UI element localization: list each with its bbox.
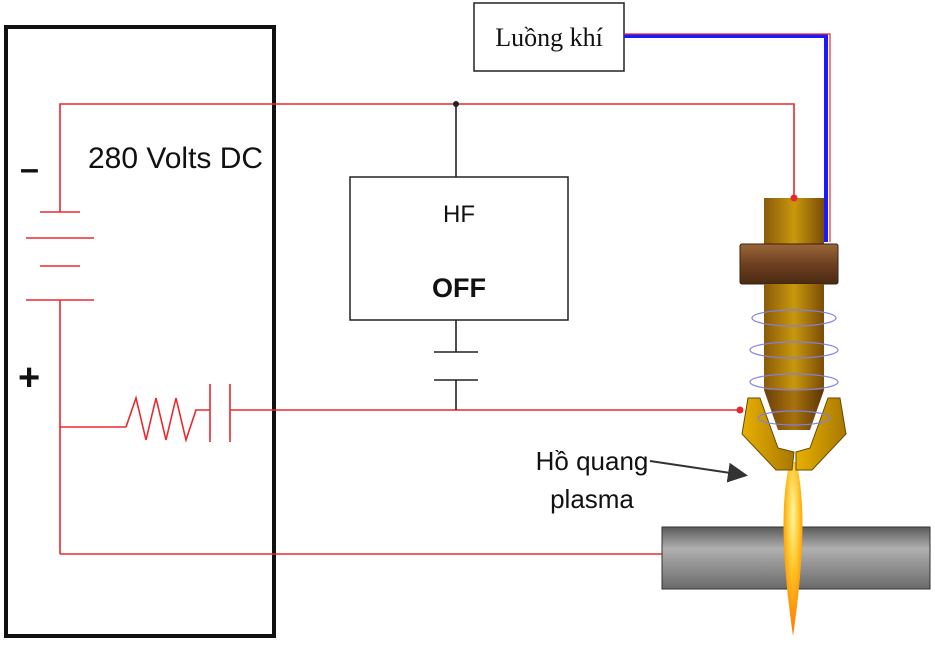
hf-label: HF [443,201,475,228]
resistor [125,395,210,443]
power-supply-box [4,25,276,638]
shield-cup-right [795,397,847,471]
arc-label-line2: plasma [550,484,634,514]
shield-cup-left [741,397,795,471]
arc-pointer-arrow [649,460,748,483]
torch-upper-body [764,198,824,244]
gas-line-accent [624,33,831,242]
hf-state-label: OFF [432,273,486,303]
circuit-wires [26,103,795,555]
junction-dot-nozzle [736,406,744,414]
gas-flow-box [473,2,625,72]
arc-label-line1: Hồ quang [536,446,649,476]
plus-sign: + [18,357,40,399]
plasma-torch [739,198,847,471]
junction-dot-electrode [790,194,798,202]
junction-dot-top [453,101,459,107]
gas-line [624,34,828,242]
wire-negative-top [59,103,795,212]
plasma-flame [783,462,803,636]
minus-sign: – [20,150,39,188]
gas-flow-label: Luồng khí [495,23,603,52]
torch-electrode-body [764,284,824,390]
voltage-label: 280 Volts DC [88,142,263,175]
gas-swirl-coil [749,309,839,426]
hf-box [349,176,569,321]
torch-tip [764,390,824,430]
torch-collar [739,243,839,285]
hf-branch [434,104,478,410]
